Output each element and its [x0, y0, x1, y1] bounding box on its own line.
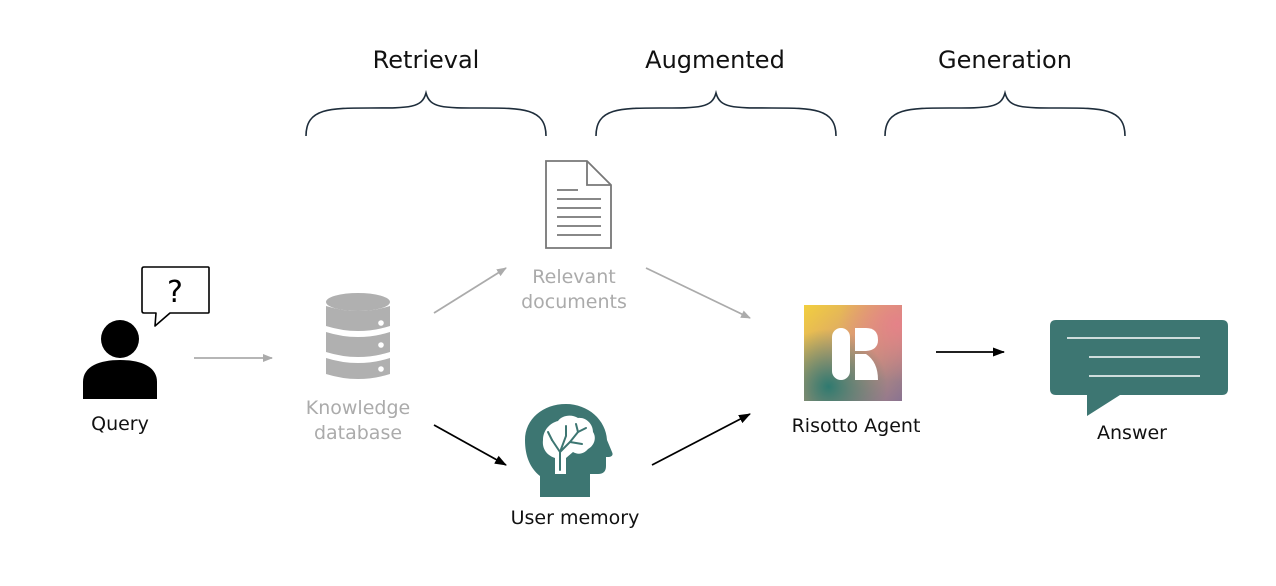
query-label: Query: [91, 413, 149, 435]
stage-generation: Generation: [938, 46, 1072, 74]
brain-head-icon: [525, 404, 613, 497]
chat-bubble-icon: [1050, 320, 1228, 416]
user-memory-label: User memory: [510, 507, 640, 529]
brace-augmented: [595, 89, 837, 137]
edge-knowledge-db-to-user-memory: [433, 424, 507, 466]
stage-augmented: Augmented: [645, 46, 785, 74]
edge-documents-to-agent: [645, 267, 751, 319]
question-mark-icon: ?: [167, 275, 183, 310]
relevant-docs-label-line1: Relevant: [532, 266, 616, 288]
brace-generation: [884, 89, 1126, 137]
database-icon: [326, 293, 390, 379]
stage-retrieval: Retrieval: [372, 46, 480, 74]
edge-knowledge-db-to-documents: [433, 267, 507, 314]
user-question-icon: ?: [83, 266, 210, 399]
answer-label: Answer: [1097, 422, 1167, 444]
relevant-docs-label-line2: documents: [521, 291, 627, 313]
knowledge-db-label-line2: database: [313, 422, 403, 444]
document-icon: [545, 160, 612, 249]
brace-retrieval: [305, 89, 547, 137]
risotto-logo-icon: [804, 305, 902, 401]
knowledge-db-label-line1: Knowledge: [305, 397, 411, 419]
agent-label: Risotto Agent: [791, 415, 921, 437]
edge-user-memory-to-agent: [651, 413, 751, 466]
